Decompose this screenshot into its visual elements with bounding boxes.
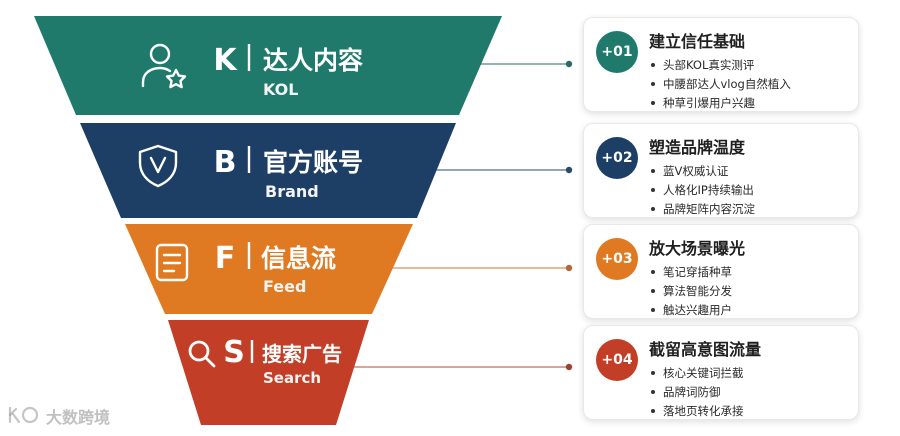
list-item: 中腰部达人vlog自然植入 xyxy=(649,75,791,94)
level-subtitle: Search xyxy=(263,369,321,387)
list-item: 头部KOL真实测评 xyxy=(649,56,791,75)
list-item: 触达兴趣用户 xyxy=(649,301,732,320)
step-badge: +03 xyxy=(596,238,638,280)
level-subtitle: Feed xyxy=(263,277,306,296)
watermark-logo-icon xyxy=(8,406,39,424)
card-bullets: 蓝V权威认证 人格化IP持续输出 品牌矩阵内容沉淀 xyxy=(649,162,755,219)
info-card-search: +04 截留高意图流量 核心关键词拦截 品牌词防御 落地页转化承接 xyxy=(583,325,859,420)
level-title: 官方账号 xyxy=(263,148,363,177)
funnel-level-shape xyxy=(80,123,456,218)
info-card-kol: +01 建立信任基础 头部KOL真实测评 中腰部达人vlog自然植入 种草引爆用… xyxy=(583,17,859,112)
connector-4 xyxy=(352,363,573,371)
funnel-level-shape xyxy=(34,16,502,115)
card-title: 塑造品牌温度 xyxy=(649,138,746,157)
step-badge: +04 xyxy=(596,339,638,381)
card-bullets: 头部KOL真实测评 中腰部达人vlog自然植入 种草引爆用户兴趣 xyxy=(649,56,791,113)
level-title: 达人内容 xyxy=(263,46,363,75)
list-item: 落地页转化承接 xyxy=(649,402,744,421)
funnel-level-kol: K 达人内容 KOL xyxy=(34,16,502,115)
shield-v-icon xyxy=(138,144,178,188)
user-star-icon xyxy=(141,43,187,89)
list-item: 算法智能分发 xyxy=(649,282,732,301)
level-letter: B xyxy=(214,145,237,180)
card-bullets: 核心关键词拦截 品牌词防御 落地页转化承接 xyxy=(649,364,744,421)
list-item: 种草引爆用户兴趣 xyxy=(649,94,791,113)
connector-2 xyxy=(436,166,573,174)
connector-1 xyxy=(480,60,573,68)
list-item: 品牌词防御 xyxy=(649,383,744,402)
level-subtitle: Brand xyxy=(265,182,319,201)
level-letter: F xyxy=(215,241,236,276)
funnel-level-shape xyxy=(125,224,413,314)
list-item: 核心关键词拦截 xyxy=(649,364,744,383)
list-item: 人格化IP持续输出 xyxy=(649,181,755,200)
list-item: 品牌矩阵内容沉淀 xyxy=(649,200,755,219)
level-letter: K xyxy=(213,43,238,78)
watermark-text: 大数跨境 xyxy=(46,408,111,427)
funnel-level-shape xyxy=(168,320,369,425)
level-title: 信息流 xyxy=(261,244,336,273)
card-title: 放大场景曝光 xyxy=(649,239,746,258)
funnel-level-search: S 搜索广告 Search xyxy=(168,320,369,425)
funnel-level-feed: F 信息流 Feed xyxy=(125,224,413,314)
connector-3 xyxy=(392,264,573,272)
info-card-brand: +02 塑造品牌温度 蓝V权威认证 人格化IP持续输出 品牌矩阵内容沉淀 xyxy=(583,123,859,218)
level-subtitle: KOL xyxy=(263,80,298,99)
list-item: 笔记穿插种草 xyxy=(649,263,732,282)
document-icon xyxy=(155,243,189,282)
list-item: 蓝V权威认证 xyxy=(649,162,755,181)
level-title: 搜索广告 xyxy=(262,342,342,366)
level-letter: S xyxy=(223,335,245,370)
info-card-feed: +03 放大场景曝光 笔记穿插种草 算法智能分发 触达兴趣用户 xyxy=(583,224,859,319)
funnel-level-brand: B 官方账号 Brand xyxy=(80,123,456,218)
search-icon xyxy=(188,340,216,368)
watermark: 大数跨境 xyxy=(6,404,110,428)
card-title: 建立信任基础 xyxy=(649,32,746,51)
step-badge: +02 xyxy=(596,137,638,179)
card-bullets: 笔记穿插种草 算法智能分发 触达兴趣用户 xyxy=(649,263,732,320)
card-title: 截留高意图流量 xyxy=(649,340,762,359)
step-badge: +01 xyxy=(596,31,638,73)
